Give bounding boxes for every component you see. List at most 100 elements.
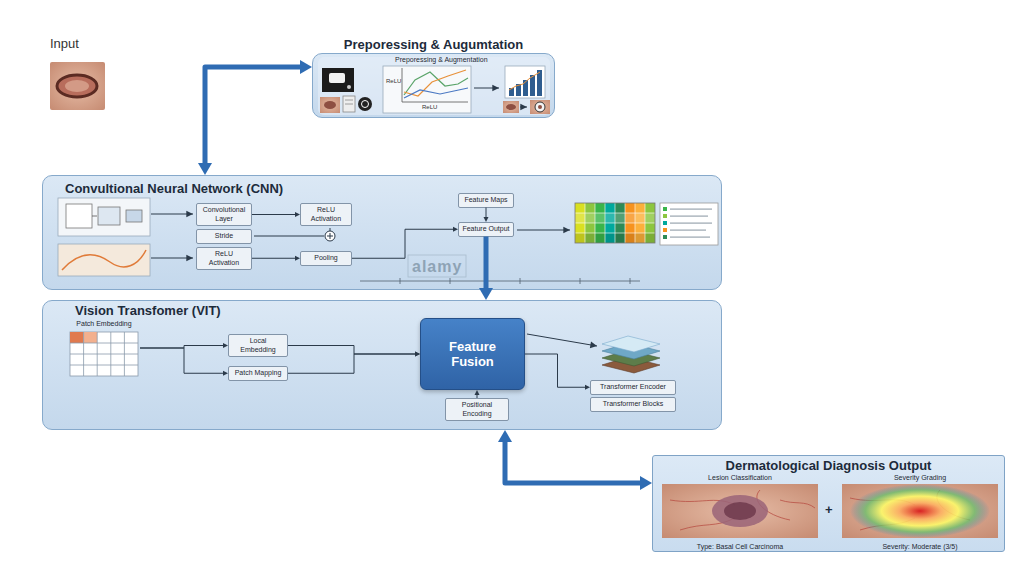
- plus-sign: +: [825, 502, 833, 517]
- node-text: Stride: [200, 232, 248, 241]
- node-text: ReLU Activation: [200, 250, 248, 267]
- input-lesion-image: [65, 80, 89, 92]
- process-box: Convolutional Layer: [196, 203, 252, 226]
- preprocessing-illustration: [347, 85, 351, 89]
- heatmap: [635, 203, 645, 243]
- process-box: Patch Mapping: [228, 366, 288, 381]
- connector-arrow: [140, 348, 223, 373]
- preprocessing-illustration: [530, 75, 535, 96]
- heatmap: [670, 230, 706, 231]
- node-text: Dermatological Diagnosis Output: [653, 458, 1004, 473]
- flow-arrow: [484, 237, 489, 289]
- cnn-illustration: [151, 214, 193, 215]
- lesion-classification: Lesion ClassificationType: Basal Cell Ca…: [660, 474, 820, 551]
- cnn-panel: Convolutional LayerReLU ActivationStride…: [42, 175, 722, 290]
- preprocessing-illustration: [523, 80, 528, 96]
- cnn-illustration: [580, 278, 581, 284]
- cnn-illustration: [92, 216, 97, 217]
- preprocessing-illustration: [537, 70, 542, 96]
- node-text: Feature Fusion: [439, 339, 506, 369]
- preprocessing-illustration: [324, 101, 336, 109]
- preprocessing-illustration: [509, 88, 514, 96]
- process-box: Feature Output: [458, 222, 514, 237]
- preprocessing-illustration: [404, 70, 466, 96]
- preprocessing-illustration: [343, 96, 355, 112]
- cnn-illustration: [325, 231, 335, 241]
- heatmap: [575, 213, 655, 223]
- cnn-illustration: [360, 281, 640, 282]
- preprocessing-illustration: [404, 88, 468, 98]
- severity-grading: Severity GradingSeverity: Moderate (3/5): [840, 474, 1000, 551]
- vit-illustration: [527, 334, 597, 346]
- heatmap: [615, 203, 625, 243]
- process-box: Transformer Blocks: [590, 397, 676, 412]
- preprocessing-illustration: [362, 101, 369, 108]
- connector-arrow: [288, 346, 415, 355]
- heatmap: [585, 203, 595, 243]
- process-box: Feature Maps: [458, 193, 514, 208]
- heatmap: [670, 209, 712, 210]
- heatmap: [595, 203, 605, 243]
- connector-arrow: [525, 354, 585, 387]
- preprocessing-illustration: [402, 68, 403, 102]
- heatmap: [670, 223, 712, 224]
- panel-subtitle: Preporessing & Augmentation: [395, 56, 488, 65]
- node-text: Preporessing & Augumtation: [313, 37, 554, 52]
- heatmap: [663, 221, 667, 225]
- preprocessing-illustration: [505, 66, 545, 98]
- cnn-illustration: [62, 250, 146, 270]
- cnn-illustration: [98, 207, 120, 225]
- vit-illustration: [70, 332, 138, 376]
- input-lesion-image: [50, 62, 105, 110]
- preprocessing-illustration: [404, 72, 468, 95]
- vit-illustration: [70, 332, 138, 376]
- cnn-illustration: [151, 258, 193, 259]
- heatmap: [660, 203, 718, 245]
- cnn-illustration: [126, 210, 142, 222]
- cnn-illustration: [58, 198, 640, 284]
- heatmap: [625, 203, 635, 243]
- preprocessing-illustration: [383, 66, 471, 113]
- heatmap: [605, 203, 615, 243]
- heatmap: [663, 207, 667, 211]
- heatmap: [575, 203, 655, 243]
- cnn-illustration: [630, 278, 631, 284]
- heatmap: [663, 214, 667, 218]
- patch-grid: Patch Embedding: [68, 320, 140, 376]
- heatmap: [575, 233, 655, 243]
- preprocessing-illustration: [345, 104, 353, 105]
- heatmap: [670, 216, 708, 217]
- cnn-illustration: [327, 236, 333, 237]
- node-caption: Type: Basal Cell Carcinoma: [660, 543, 820, 552]
- vit-illustration: [602, 350, 660, 366]
- vit-panel: Patch Embedding Local EmbeddingPatch Mapp…: [42, 300, 722, 430]
- process-box: ReLU Activation: [196, 247, 252, 270]
- node-text: Feature Maps: [462, 196, 510, 205]
- fusion-box: Feature Fusion: [420, 318, 525, 390]
- process-box: Stride: [196, 229, 252, 244]
- connector-arrow: [140, 346, 223, 349]
- preprocessing-illustration: [506, 104, 516, 110]
- input-lesion-image: [57, 75, 97, 97]
- heatmap: [663, 235, 667, 239]
- flow-arrow: [205, 67, 300, 163]
- connector-arrow: [352, 229, 453, 258]
- preprocessing-illustration: [520, 107, 527, 108]
- cnn-illustration: [408, 255, 466, 277]
- preprocessing-illustration: [358, 97, 372, 111]
- heatmap: [670, 237, 710, 238]
- cnn-illustration: [400, 278, 401, 284]
- preprocessing-illustration: [320, 97, 340, 113]
- axis-label: ReLU: [422, 104, 437, 111]
- node-text: Local Embedding: [232, 337, 284, 354]
- cnn-illustration: [330, 233, 331, 239]
- connector-arrow: [486, 208, 487, 218]
- output-images: [662, 484, 998, 538]
- node-text: Transformer Blocks: [594, 400, 672, 409]
- node-text: ReLU Activation: [304, 206, 348, 223]
- node-text: Convultional Neural Network (CNN): [65, 181, 721, 196]
- cnn-illustration: [58, 198, 150, 236]
